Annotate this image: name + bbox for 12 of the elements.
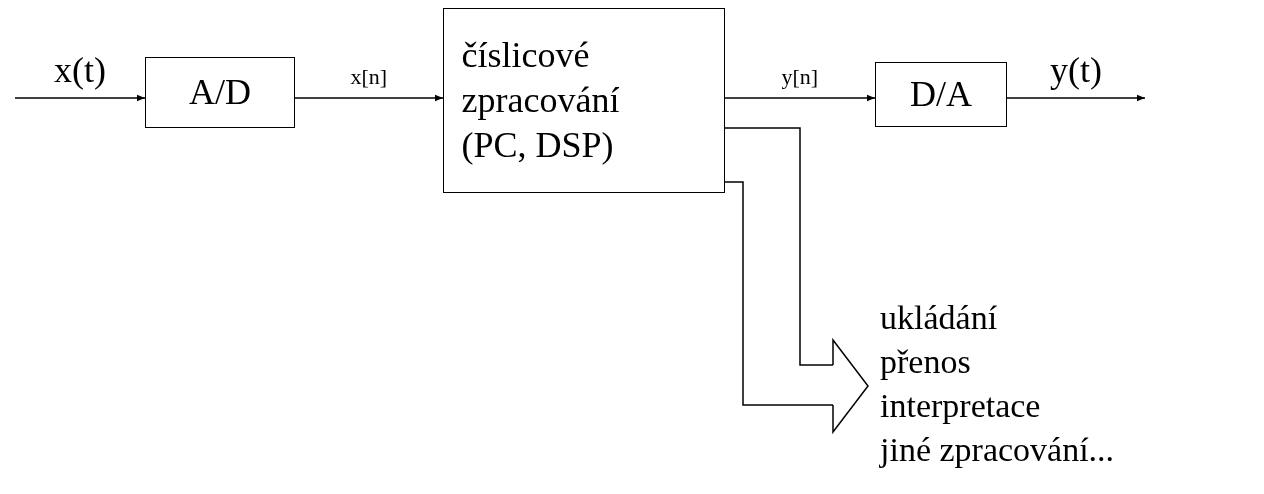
list-item-text: jiné zpracování... [880,430,1116,470]
arrow [1006,94,1146,102]
arrow [294,94,444,102]
list-item-text: ukládání [880,298,999,338]
hollow-arrow [724,127,869,433]
process-box: D/A [875,62,1007,127]
list-item-text: přenos [880,342,972,382]
arrow [14,94,146,102]
arrow [724,94,876,102]
process-box: A/D [145,57,295,128]
process-box: číslicové zpracování (PC, DSP) [443,8,725,193]
list-item-text: interpretace [880,386,1042,426]
